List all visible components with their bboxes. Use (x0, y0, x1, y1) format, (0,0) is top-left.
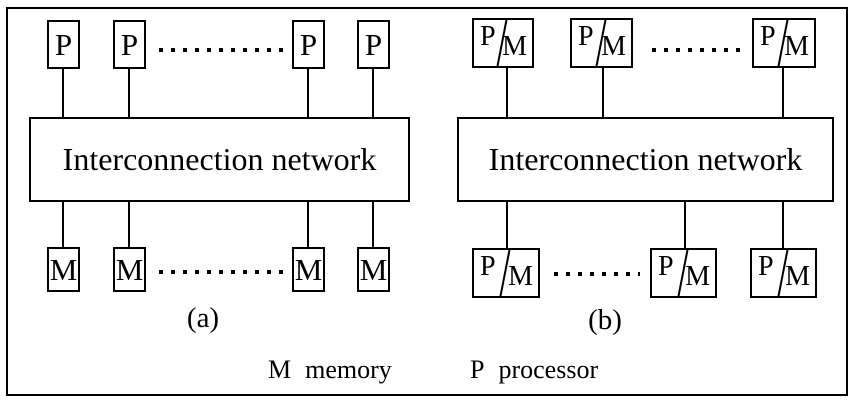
processor-memory-box: P M (750, 248, 817, 298)
connection-line (307, 201, 309, 247)
processor-box: P (292, 20, 325, 69)
interconnection-network-box: Interconnection network (457, 117, 834, 202)
processor-symbol: P (364, 27, 383, 62)
processor-symbol: P (760, 21, 776, 52)
diagram-b-label: (b) (588, 304, 622, 336)
connection-line (602, 68, 604, 117)
memory-symbol: M (502, 31, 527, 62)
processor-symbol: P (480, 251, 496, 282)
connection-line (782, 68, 784, 117)
legend-memory: M memory (268, 355, 392, 385)
processor-symbol: P (54, 27, 73, 62)
connection-line (372, 201, 374, 247)
connection-line (128, 69, 130, 117)
memory-symbol: M (784, 31, 809, 62)
processor-box: P (47, 20, 80, 69)
legend-processor: P processor (470, 355, 599, 385)
processor-memory-box: P M (752, 18, 816, 68)
processor-symbol: P (758, 251, 774, 282)
memory-symbol: M (785, 261, 810, 292)
ellipsis-dots (554, 272, 640, 276)
ellipsis-dots (159, 270, 283, 274)
processor-symbol: P (578, 21, 594, 52)
connection-line (307, 69, 309, 117)
memory-box: M (357, 247, 390, 292)
interconnection-network-box: Interconnection network (29, 117, 410, 202)
connection-line (62, 201, 64, 247)
memory-symbol: M (685, 261, 710, 292)
processor-box: P (113, 20, 146, 69)
legend-processor-symbol: P (470, 355, 485, 384)
memory-symbol: M (115, 252, 144, 287)
legend-memory-text: memory (305, 355, 392, 384)
interconnection-network-label: Interconnection network (488, 141, 803, 177)
connection-line (62, 69, 64, 117)
connection-line (684, 201, 686, 248)
connection-line (506, 201, 508, 248)
processor-symbol: P (299, 27, 318, 62)
connection-line (128, 201, 130, 247)
diagram-a-label: (a) (186, 302, 220, 334)
memory-box: M (113, 247, 146, 292)
memory-box: M (47, 247, 80, 292)
memory-symbol: M (294, 252, 323, 287)
legend-memory-symbol: M (268, 355, 292, 384)
connection-line (506, 68, 508, 117)
connection-line (372, 69, 374, 117)
memory-symbol: M (49, 252, 78, 287)
memory-symbol: M (601, 31, 626, 62)
memory-box: M (292, 247, 325, 292)
processor-symbol: P (120, 27, 139, 62)
legend-processor-text: processor (498, 355, 599, 384)
ellipsis-dots (652, 48, 740, 52)
processor-memory-box: P M (570, 18, 633, 68)
ellipsis-dots (159, 48, 283, 52)
figure-border (6, 7, 848, 396)
processor-symbol: P (658, 251, 674, 282)
processor-memory-box: P M (472, 248, 540, 298)
interconnection-network-label: Interconnection network (62, 141, 377, 177)
connection-line (782, 201, 784, 248)
processor-box: P (357, 20, 390, 69)
processor-memory-box: P M (472, 18, 534, 68)
memory-symbol: M (359, 252, 388, 287)
processor-memory-box: P M (650, 248, 717, 298)
memory-symbol: M (508, 261, 533, 292)
processor-symbol: P (480, 21, 496, 52)
